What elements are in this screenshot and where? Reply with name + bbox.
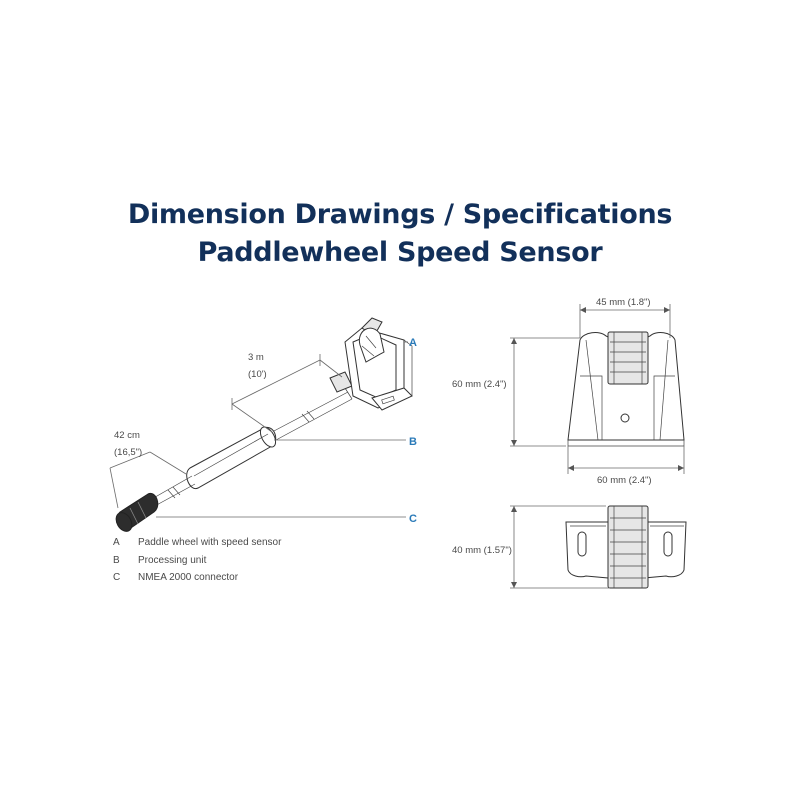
legend: A Paddle wheel with speed sensor B Proce… <box>113 537 282 583</box>
connector-cable-metric: 42 cm <box>114 430 140 441</box>
legend-text-c: NMEA 2000 connector <box>138 572 239 583</box>
legend-letter-c: C <box>113 572 120 583</box>
legend-letter-b: B <box>113 555 120 566</box>
nmea-2000-connector <box>115 492 159 532</box>
connector-cable-dimension: 42 cm (16,5") <box>109 430 187 509</box>
legend-text-a: Paddle wheel with speed sensor <box>138 537 282 548</box>
cable-length-metric: 3 m <box>248 352 264 363</box>
cable-length-dimension: 3 m (10') <box>231 352 343 433</box>
title-block: Dimension Drawings / Specifications Padd… <box>0 196 800 272</box>
callout-b: B <box>409 436 417 448</box>
front-view <box>567 331 685 447</box>
paddle-wheel-bracket <box>329 317 413 411</box>
width-front-dimension: 60 mm (2.4") <box>567 446 685 486</box>
height-bottom-label: 40 mm (1.57") <box>452 545 512 556</box>
width-top-label: 45 mm (1.8") <box>596 297 651 308</box>
callout-a: A <box>409 337 417 349</box>
height-front-label: 60 mm (2.4") <box>452 379 507 390</box>
title-line-2: Paddlewheel Speed Sensor <box>197 237 603 268</box>
width-front-label: 60 mm (2.4") <box>597 475 652 486</box>
processing-unit <box>186 426 277 490</box>
title-line-1: Dimension Drawings / Specifications <box>127 199 673 230</box>
cable-length-imperial: (10') <box>248 369 267 380</box>
bottom-view <box>565 505 687 589</box>
height-front-dimension: 60 mm (2.4") <box>452 337 580 447</box>
legend-letter-a: A <box>113 537 120 548</box>
callout-c: C <box>409 513 417 525</box>
connector-cable-imperial: (16,5") <box>114 447 142 458</box>
height-bottom-dimension: 40 mm (1.57") <box>452 505 610 589</box>
sensor-assembly <box>115 317 413 532</box>
width-top-dimension: 45 mm (1.8") <box>579 297 671 338</box>
legend-text-b: Processing unit <box>138 555 207 566</box>
